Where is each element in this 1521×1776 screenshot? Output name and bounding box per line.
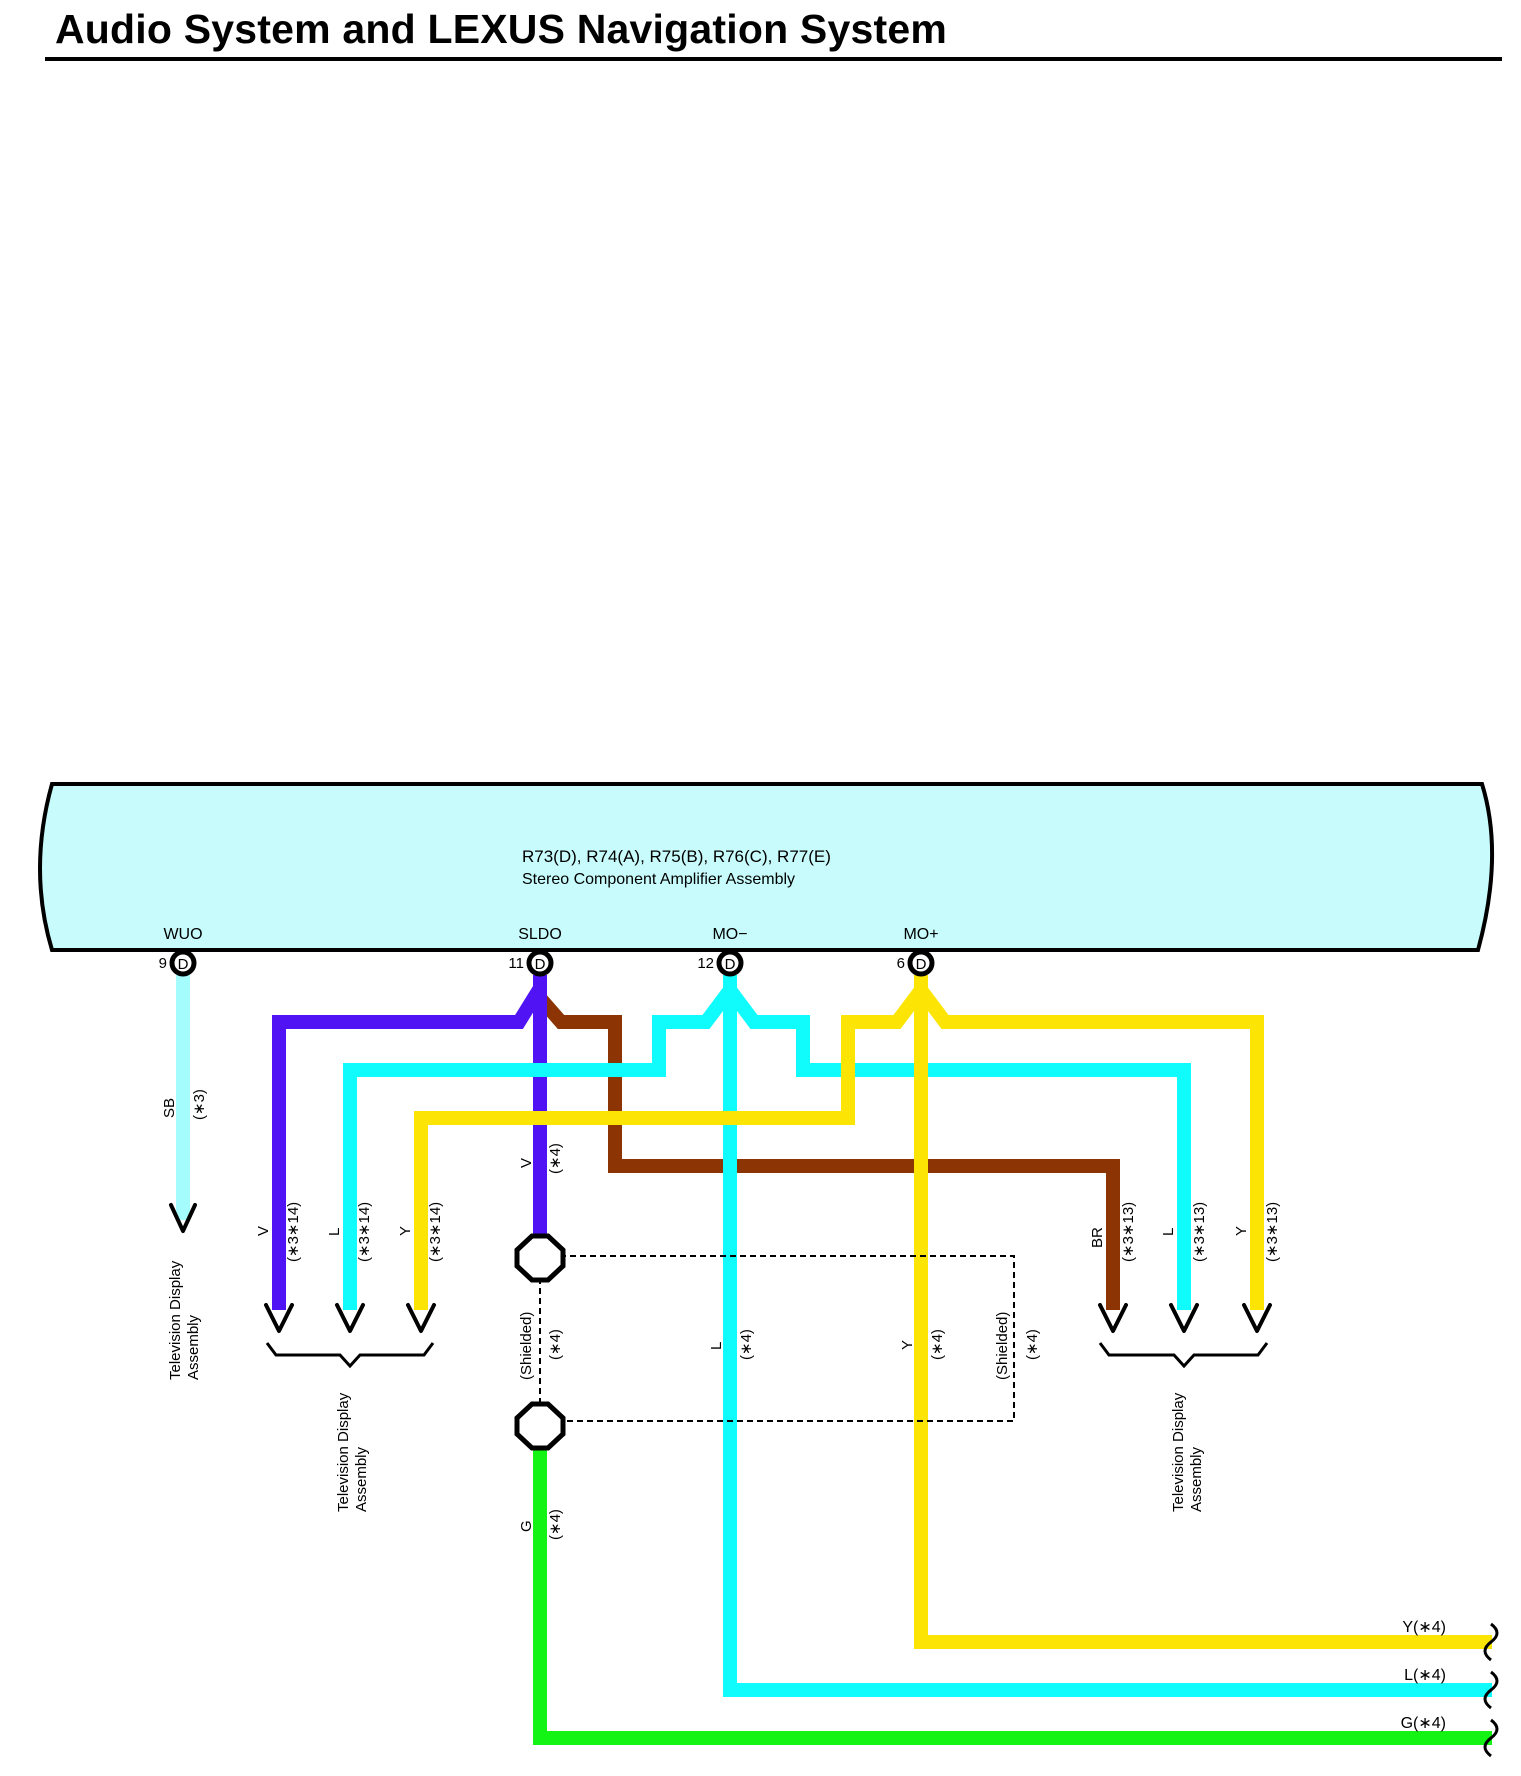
terminal-sldo-pin (526, 949, 554, 977)
terminal-mo-plus-pin-number: 6 (897, 955, 905, 972)
arrow-br (1098, 1303, 1128, 1333)
wire-y-right (915, 985, 1264, 1310)
arrow-l-left (335, 1303, 365, 1333)
wire-l-right (724, 985, 1191, 1310)
tv-display-2-line1: Television Display (335, 1392, 352, 1512)
terminal-sldo-label: SLDO (518, 926, 562, 943)
component-connectors: R73(D), R74(A), R75(B), R76(C), R77(E) (522, 847, 831, 866)
terminal-wuo-connector: D (178, 956, 189, 973)
mid-y-note: (∗4) (929, 1329, 946, 1360)
arrow-y-left (406, 1303, 436, 1333)
terminal-wuo-label: WUO (163, 926, 202, 943)
left-v-label: V (255, 1226, 272, 1236)
arrow-l-right (1169, 1303, 1199, 1333)
output-l-label: L(∗4) (1404, 1667, 1446, 1684)
terminal-sldo-pin-number: 11 (508, 955, 524, 972)
arrow-sb (169, 1203, 197, 1233)
wire-br (534, 993, 1120, 1310)
left-l-label: L (326, 1228, 343, 1236)
left-l-note: (∗3∗14) (356, 1202, 373, 1262)
amplifier-box (38, 782, 1495, 952)
left-y-note: (∗3∗14) (427, 1202, 444, 1262)
splice-lower (514, 1401, 566, 1451)
wire-g (533, 1448, 1492, 1745)
arrow-y-right (1242, 1303, 1272, 1333)
wuo-color-label: SB (161, 1098, 178, 1118)
shielded-label-right: (Shielded) (994, 1312, 1011, 1380)
mid-l-note: (∗4) (738, 1329, 755, 1360)
terminal-wuo-pin-number: 9 (159, 955, 167, 972)
splice-upper (514, 1233, 566, 1283)
terminal-mo-minus-label: MO− (712, 926, 747, 943)
mid-l-label: L (708, 1342, 725, 1350)
wire-l-left (343, 985, 736, 1310)
sldo-color-label: V (518, 1158, 535, 1168)
right-br-note: (∗3∗13) (1120, 1202, 1137, 1262)
tv-display-3-line1: Television Display (1170, 1392, 1187, 1512)
wire-l-main (723, 975, 1492, 1697)
mid-y-label: Y (899, 1340, 916, 1350)
cut-mark-y (1483, 1622, 1499, 1662)
right-br-label: BR (1089, 1227, 1106, 1248)
shield-outline (539, 1255, 1015, 1422)
right-l-note: (∗3∗13) (1191, 1202, 1208, 1262)
terminal-mo-plus-label: MO+ (903, 926, 938, 943)
g-color-label: G (518, 1520, 535, 1532)
sldo-note-label: (∗4) (547, 1143, 564, 1174)
brace-right (1098, 1342, 1269, 1369)
wire-y-main (914, 975, 1492, 1649)
title-rule (45, 57, 1502, 61)
terminal-sldo-connector: D (535, 956, 546, 973)
shielded-note-left: (∗4) (547, 1329, 564, 1360)
output-g-label: G(∗4) (1401, 1715, 1446, 1732)
tv-display-1-line1: Television Display (167, 1260, 184, 1380)
terminal-mo-plus-connector: D (916, 956, 927, 973)
terminal-mo-plus-pin (907, 949, 935, 977)
left-v-note: (∗3∗14) (285, 1202, 302, 1262)
component-name: Stereo Component Amplifier Assembly (522, 871, 795, 888)
tv-display-3-line2: Assembly (1188, 1446, 1205, 1512)
right-y-note: (∗3∗13) (1264, 1202, 1281, 1262)
cut-mark-g (1483, 1718, 1499, 1758)
right-l-label: L (1160, 1228, 1177, 1236)
shielded-label-left: (Shielded) (518, 1312, 535, 1380)
left-y-label: Y (397, 1226, 414, 1236)
output-y-label: Y(∗4) (1402, 1619, 1446, 1636)
terminal-wuo-pin (169, 949, 197, 977)
cut-mark-l (1483, 1670, 1499, 1710)
arrow-v (264, 1303, 294, 1333)
wuo-note-label: (∗3) (191, 1089, 208, 1120)
terminal-mo-minus-connector: D (725, 956, 736, 973)
shielded-note-right: (∗4) (1024, 1329, 1041, 1360)
right-y-label: Y (1233, 1226, 1250, 1236)
tv-display-1-line2: Assembly (185, 1314, 202, 1380)
brace-left (265, 1342, 435, 1369)
page-title: Audio System and LEXUS Navigation System (55, 6, 947, 52)
g-note-label: (∗4) (547, 1509, 564, 1540)
wire-y-left (414, 985, 927, 1310)
tv-display-2-line2: Assembly (353, 1446, 370, 1512)
terminal-mo-minus-pin-number: 12 (697, 955, 714, 972)
terminal-mo-minus-pin (716, 949, 744, 977)
wire-v-left (272, 984, 546, 1310)
